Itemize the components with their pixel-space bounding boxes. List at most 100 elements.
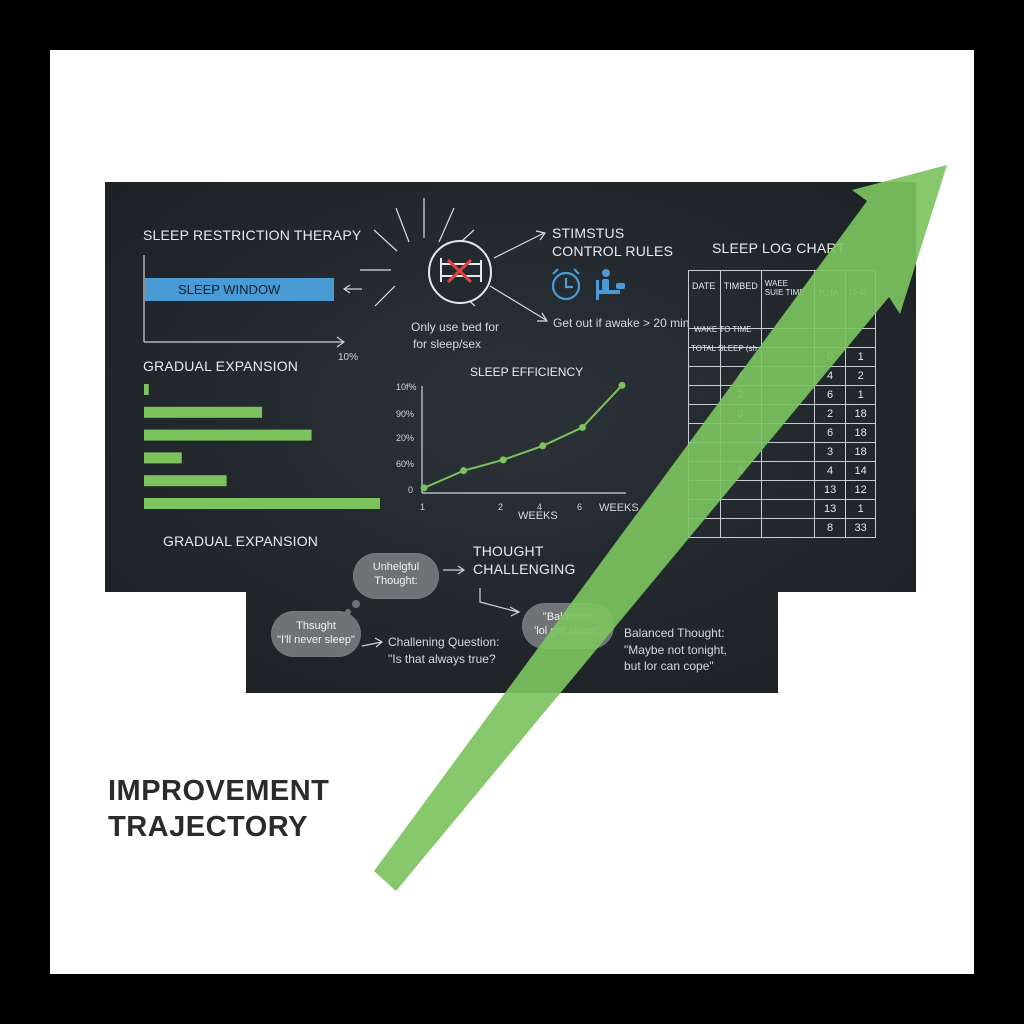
efficiency-y-tick: 10f% <box>396 382 417 392</box>
efficiency-point <box>578 423 586 431</box>
poster-frame: SLEEP RESTRICTION THERAPY SLEEP WINDOW 1… <box>50 50 974 974</box>
expansion-title-bottom: GRADUAL EXPANSION <box>163 533 319 549</box>
log-cell: 13 <box>813 480 847 500</box>
efficiency-point <box>420 484 428 492</box>
log-cell <box>813 328 847 348</box>
log-cell: 3 <box>719 404 762 424</box>
log-cell <box>760 366 815 386</box>
log-header-total: TOTA <box>813 270 847 329</box>
balanced-cloud-line1: "Balaneed <box>542 611 594 623</box>
log-cell: 4 <box>813 366 847 386</box>
efficiency-point <box>499 456 507 464</box>
log-cell <box>688 518 721 538</box>
log-cell: 8 <box>719 461 762 481</box>
log-cell <box>760 518 815 538</box>
efficiency-point <box>618 381 626 389</box>
log-cell: 18 <box>845 442 876 462</box>
stimulus-title-line2: CONTROL RULES <box>552 243 674 259</box>
log-cell <box>760 328 815 348</box>
sleep-window-bar <box>145 278 334 301</box>
log-cell <box>719 423 762 443</box>
log-cell: 4 <box>813 461 847 481</box>
log-cell <box>688 461 721 481</box>
log-cell: 8 <box>813 518 847 538</box>
trajectory-title-line1: IMPROVEMENT <box>108 775 330 807</box>
stimulus-rule1-line1: Only use bed for <box>411 320 500 334</box>
unhelpful-thought-text: Unhelgful Thought: <box>353 560 439 588</box>
log-cell: 6 <box>813 385 847 405</box>
log-cell <box>688 366 721 386</box>
efficiency-x-tick: 6 <box>577 502 583 512</box>
expansion-title-top: GRADUAL EXPANSION <box>143 358 299 374</box>
log-cell: 1 <box>845 499 876 519</box>
stimulus-rule2: Get out if awake > 20 min <box>553 316 690 330</box>
stimulus-title-line1: STIMSTUS <box>552 225 625 241</box>
log-side-label-wake: WAKE TO TIME <box>694 325 752 334</box>
balanced-line2: "Maybe not tonight, <box>624 643 727 657</box>
restriction-axis-arrow <box>336 336 346 348</box>
efficiency-y-tick: 20% <box>396 433 415 443</box>
log-cell: 33 <box>845 518 876 538</box>
log-cell: 3 <box>813 442 847 462</box>
balanced-line1: Balanced Thought: <box>624 626 725 640</box>
efficiency-point <box>460 467 468 475</box>
thought-text: Thsught "I'll never sleep" <box>271 619 361 647</box>
gradual-expansion-bars <box>144 384 380 509</box>
efficiency-x-tick: WEEKS <box>599 502 639 514</box>
log-cell: 6 <box>813 423 847 443</box>
log-cell <box>760 385 815 405</box>
log-cell: 2 <box>813 404 847 424</box>
thought-title-line1: THOUGHT <box>473 543 544 559</box>
log-header-date: DATE <box>688 270 721 329</box>
log-header-rating: (1-4) <box>845 270 876 329</box>
expansion-bar <box>144 406 262 418</box>
log-cell: 1 <box>845 347 876 367</box>
balanced-cloud-text: "Balaneed 'lol gof sluam" <box>522 610 614 638</box>
log-cell <box>688 480 721 500</box>
log-cell <box>688 442 721 462</box>
log-cell: 2 <box>719 385 762 405</box>
balanced-line3: but lor can cope" <box>624 659 714 673</box>
efficiency-y-tick: 90% <box>396 409 415 419</box>
expansion-bar <box>144 429 312 441</box>
expansion-bar <box>144 452 182 464</box>
log-cell: 14 <box>845 461 876 481</box>
efficiency-y-tick: 60% <box>396 459 415 469</box>
log-cell <box>760 423 815 443</box>
expansion-bar <box>144 475 227 487</box>
sleep-log-title: SLEEP LOG CHART <box>712 240 846 256</box>
log-cell <box>760 404 815 424</box>
no-bed-icon <box>428 240 492 304</box>
log-cell <box>688 404 721 424</box>
unhelpful-line2: Thought: <box>374 575 418 587</box>
thought-line2: "I'll never sleep" <box>277 634 355 646</box>
question-line1: Challening Question: <box>388 635 500 649</box>
log-side-label-total: TOTAL SLEEP (sh <box>691 344 757 353</box>
unhelpful-line1: Unhelgful <box>372 561 420 573</box>
log-cell: 12 <box>845 480 876 500</box>
sleep-window-arrow-head <box>342 284 351 294</box>
log-cell: 13 <box>813 499 847 519</box>
efficiency-title: SLEEP EFFICIENCY <box>470 365 584 379</box>
balanced-cloud-line2: 'lol gof sluam" <box>534 625 602 637</box>
log-cell <box>845 328 876 348</box>
efficiency-point <box>539 442 547 450</box>
log-cell <box>719 480 762 500</box>
trajectory-title-line2: TRAJECTORY <box>108 811 308 843</box>
log-header-timbed: TIMBED <box>719 270 762 329</box>
log-cell <box>719 442 762 462</box>
thought-title-line2: CHALLENGING <box>473 561 576 577</box>
log-cell <box>688 499 721 519</box>
efficiency-x-tick: 2 <box>498 502 504 512</box>
question-line2: "Is that always true? <box>388 652 496 666</box>
